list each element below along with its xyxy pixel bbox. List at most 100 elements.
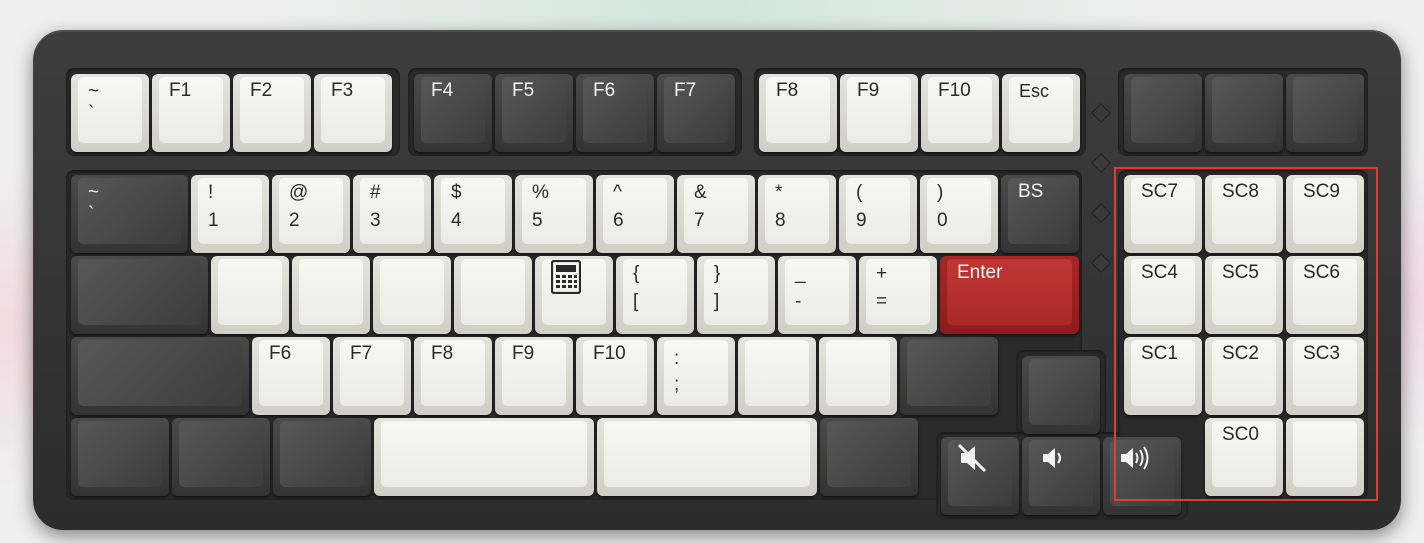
- key-8[interactable]: *8: [758, 175, 836, 253]
- key-sc8[interactable]: SC8: [1205, 175, 1283, 253]
- key-1[interactable]: !1: [191, 175, 269, 253]
- key-f4[interactable]: F4: [414, 74, 492, 152]
- key-enter[interactable]: Enter: [940, 256, 1079, 334]
- key-f3[interactable]: F3: [314, 74, 392, 152]
- key-legend: F9: [512, 343, 535, 364]
- key-legend: SC4: [1141, 262, 1178, 283]
- key-legend: F2: [250, 80, 273, 101]
- key-3[interactable]: #3: [353, 175, 431, 253]
- key-space-right[interactable]: [597, 418, 817, 496]
- key-ctrl[interactable]: [71, 418, 169, 496]
- key-grave[interactable]: ~ `: [71, 175, 188, 253]
- key-blank-top-1[interactable]: [1124, 74, 1202, 152]
- key-legend: SC8: [1222, 181, 1259, 202]
- key-f2[interactable]: F2: [233, 74, 311, 152]
- key-legend: `: [88, 103, 95, 124]
- key-sc4[interactable]: SC4: [1124, 256, 1202, 334]
- key-legend: 1: [208, 210, 219, 231]
- key-legend: 0: [937, 210, 948, 231]
- key-legend: SC0: [1222, 424, 1259, 445]
- key-blank-row4[interactable]: [819, 337, 897, 415]
- key-sc0[interactable]: SC0: [1205, 418, 1283, 496]
- key-blank-macro[interactable]: [1286, 418, 1364, 496]
- key-blank-top-2[interactable]: [1205, 74, 1283, 152]
- key-sc2[interactable]: SC2: [1205, 337, 1283, 415]
- key-row4-f9[interactable]: F9: [495, 337, 573, 415]
- key-legend: BS: [1018, 181, 1044, 202]
- key-esc[interactable]: Esc: [1002, 74, 1080, 152]
- key-mute[interactable]: [941, 437, 1019, 515]
- key-w[interactable]: [292, 256, 370, 334]
- key-legend: F6: [593, 80, 616, 101]
- key-legend: F3: [331, 80, 354, 101]
- key-left-bracket[interactable]: {[: [616, 256, 694, 334]
- key-4[interactable]: $4: [434, 175, 512, 253]
- key-equal[interactable]: +=: [859, 256, 937, 334]
- key-space-left[interactable]: [374, 418, 594, 496]
- key-sc7[interactable]: SC7: [1124, 175, 1202, 253]
- key-sc9[interactable]: SC9: [1286, 175, 1364, 253]
- key-sc6[interactable]: SC6: [1286, 256, 1364, 334]
- key-2[interactable]: @2: [272, 175, 350, 253]
- key-legend: 5: [532, 210, 543, 231]
- key-legend: F10: [938, 80, 971, 101]
- key-f8[interactable]: F8: [759, 74, 837, 152]
- key-legend: [: [633, 291, 639, 312]
- key-semicolon[interactable]: :;: [657, 337, 735, 415]
- key-legend: +: [876, 263, 888, 284]
- key-blank-top-3[interactable]: [1286, 74, 1364, 152]
- key-legend: %: [532, 182, 549, 203]
- key-right-bracket[interactable]: }]: [697, 256, 775, 334]
- key-sc3[interactable]: SC3: [1286, 337, 1364, 415]
- key-legend: &: [694, 182, 707, 203]
- key-legend: SC7: [1141, 181, 1178, 202]
- key-legend: Enter: [957, 262, 1003, 283]
- key-q[interactable]: [211, 256, 289, 334]
- key-f5[interactable]: F5: [495, 74, 573, 152]
- key-minus[interactable]: _-: [778, 256, 856, 334]
- key-legend: ): [937, 182, 944, 203]
- key-calculator[interactable]: [535, 256, 613, 334]
- key-f10[interactable]: F10: [921, 74, 999, 152]
- key-backspace[interactable]: BS: [1001, 175, 1079, 253]
- key-e[interactable]: [373, 256, 451, 334]
- key-row4-f6[interactable]: F6: [252, 337, 330, 415]
- key-grave-fn[interactable]: ~ `: [71, 74, 149, 152]
- key-legend: #: [370, 182, 381, 203]
- key-tab[interactable]: [71, 256, 208, 334]
- key-row4-f7[interactable]: F7: [333, 337, 411, 415]
- key-5[interactable]: %5: [515, 175, 593, 253]
- key-legend: -: [795, 291, 802, 312]
- key-caps[interactable]: [71, 337, 249, 415]
- key-alt[interactable]: [273, 418, 371, 496]
- key-legend: (: [856, 182, 863, 203]
- key-legend: $: [451, 182, 462, 203]
- key-legend: }: [714, 263, 721, 284]
- key-legend: ]: [714, 291, 720, 312]
- key-shift-right[interactable]: [900, 337, 998, 415]
- key-win[interactable]: [172, 418, 270, 496]
- key-legend: SC6: [1303, 262, 1340, 283]
- key-f9[interactable]: F9: [840, 74, 918, 152]
- key-volume-down[interactable]: [1022, 437, 1100, 515]
- key-sc5[interactable]: SC5: [1205, 256, 1283, 334]
- key-arrow-up[interactable]: [1022, 356, 1100, 434]
- key-r[interactable]: [454, 256, 532, 334]
- key-sc1[interactable]: SC1: [1124, 337, 1202, 415]
- key-volume-up[interactable]: [1103, 437, 1181, 515]
- key-row4-f8[interactable]: F8: [414, 337, 492, 415]
- key-f7[interactable]: F7: [657, 74, 735, 152]
- key-legend: =: [876, 291, 888, 312]
- key-fn[interactable]: [820, 418, 918, 496]
- key-legend: F8: [776, 80, 799, 101]
- key-7[interactable]: &7: [677, 175, 755, 253]
- key-f6[interactable]: F6: [576, 74, 654, 152]
- key-0[interactable]: )0: [920, 175, 998, 253]
- key-f1[interactable]: F1: [152, 74, 230, 152]
- key-6[interactable]: ^6: [596, 175, 674, 253]
- key-row4-f10[interactable]: F10: [576, 337, 654, 415]
- key-legend: :: [674, 348, 680, 369]
- key-legend: ~: [88, 182, 100, 203]
- key-quote[interactable]: [738, 337, 816, 415]
- key-9[interactable]: (9: [839, 175, 917, 253]
